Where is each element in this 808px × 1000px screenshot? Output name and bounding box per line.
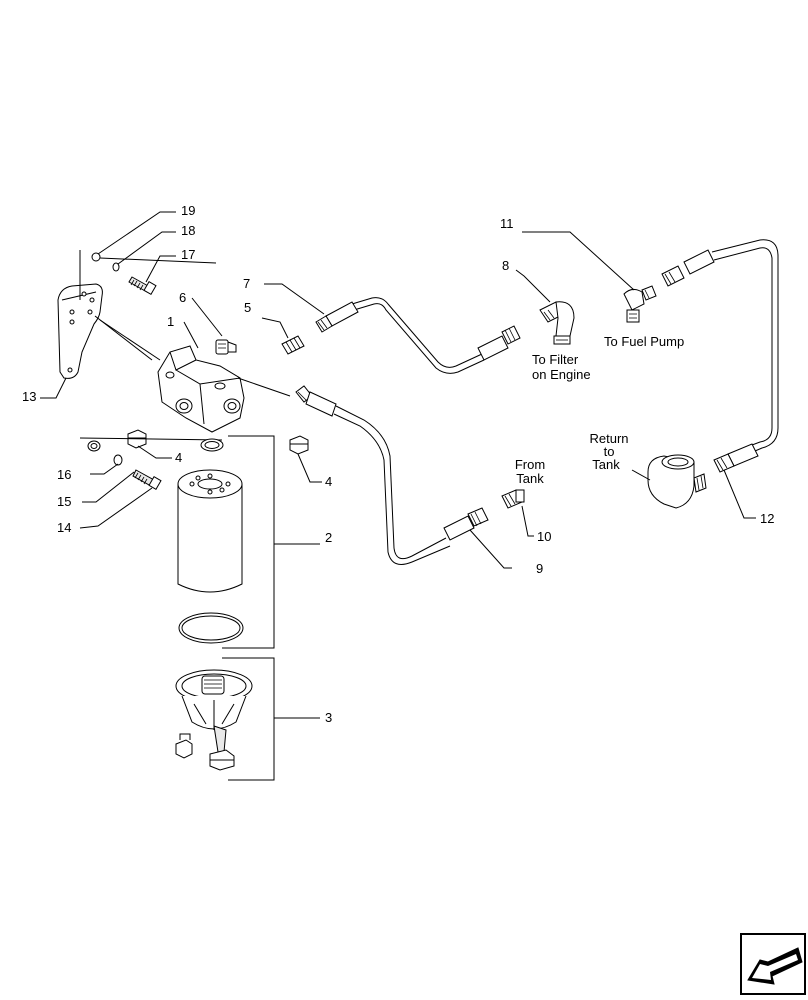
fuel-line-to-filter (281, 297, 521, 374)
callout-13: 13 (22, 389, 36, 404)
mounting-bracket (57, 250, 153, 379)
filter-seal-ring (200, 438, 224, 452)
arrow-back-icon[interactable] (740, 933, 806, 995)
note-return-line1: Return (589, 431, 628, 446)
callout-5: 5 (244, 300, 251, 315)
callout-14: 14 (57, 520, 71, 535)
plug-4-right (289, 435, 309, 455)
callout-2: 2 (325, 530, 332, 545)
callout-9: 9 (536, 561, 543, 576)
callout-12: 12 (760, 511, 774, 526)
separator-bowl (175, 669, 253, 771)
note-from-tank-line2: Tank (516, 471, 544, 486)
callout-10: 10 (537, 529, 551, 544)
callout-3: 3 (325, 710, 332, 725)
callout-6: 6 (179, 290, 186, 305)
note-from-tank-line1: From (515, 457, 545, 472)
return-line (661, 239, 779, 473)
elbow-fitting-6 (215, 339, 237, 355)
bolt-washer-set-bottom (79, 437, 223, 491)
note-to-filter-line2: on Engine (532, 367, 591, 382)
callout-11: 11 (500, 216, 514, 231)
leader-lines (40, 211, 756, 781)
note-to-filter-line1: To Filter (532, 352, 579, 367)
fuel-line-from-tank (295, 385, 489, 565)
filter-head (157, 345, 245, 433)
callout-7: 7 (243, 276, 250, 291)
note-return-line3: Tank (592, 457, 620, 472)
filter-element (177, 469, 244, 644)
callout-19: 19 (181, 203, 195, 218)
flow-notes: To Filter on Engine To Fuel Pump From Ta… (515, 334, 684, 486)
callout-8: 8 (502, 258, 509, 273)
callout-labels: 19 18 17 7 6 5 1 13 4 4 16 15 14 2 3 11 … (22, 203, 774, 725)
elbow-fitting-11 (623, 285, 657, 323)
callout-17: 17 (181, 247, 195, 262)
callout-4-right: 4 (325, 474, 332, 489)
callout-1: 1 (167, 314, 174, 329)
bolt-washer-set-top (91, 252, 217, 296)
note-return-line2: to (604, 444, 615, 459)
callout-18: 18 (181, 223, 195, 238)
note-to-fuel-pump: To Fuel Pump (604, 334, 684, 349)
adapter-fitting-10 (501, 489, 525, 509)
elbow-fitting-8 (539, 301, 575, 345)
callout-15: 15 (57, 494, 71, 509)
callout-16: 16 (57, 467, 71, 482)
return-tee-fitting (647, 454, 707, 509)
callout-4-left: 4 (175, 450, 182, 465)
